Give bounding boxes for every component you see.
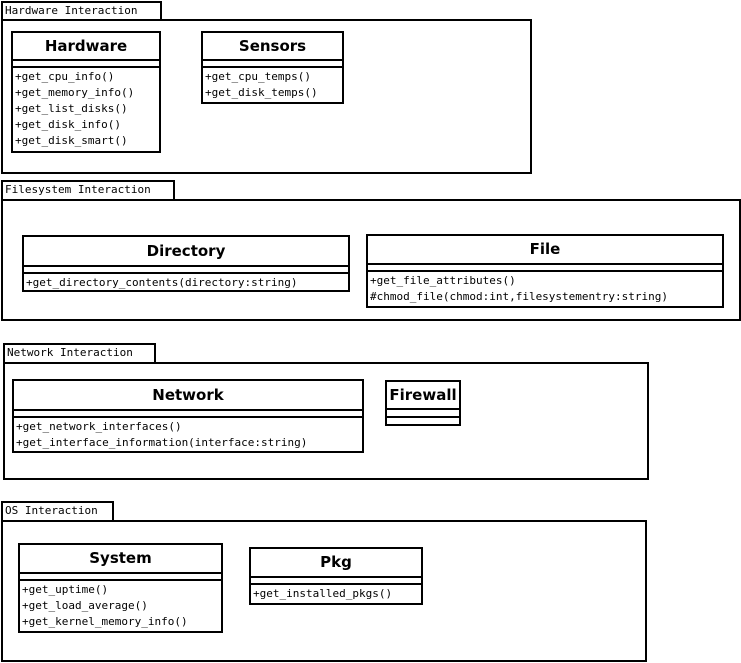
class-name: Network bbox=[14, 381, 362, 411]
method: +get_network_interfaces() bbox=[16, 420, 182, 433]
class-attributes-compartment bbox=[24, 267, 348, 274]
method: +get_disk_temps() bbox=[205, 86, 318, 99]
class-methods bbox=[387, 418, 459, 424]
class-name: Hardware bbox=[13, 33, 159, 61]
method: +get_list_disks() bbox=[15, 102, 128, 115]
class-attributes-compartment bbox=[20, 574, 221, 581]
class-name: Firewall bbox=[387, 382, 459, 410]
method: +get_installed_pkgs() bbox=[253, 587, 393, 600]
method: +get_uptime() bbox=[22, 583, 109, 596]
method: #chmod_file(chmod:int,filesystementry:st… bbox=[370, 290, 669, 303]
class-methods: +get_directory_contents(directory:string… bbox=[24, 274, 348, 292]
method: +get_directory_contents(directory:string… bbox=[26, 276, 298, 289]
package-tab-os-interaction: OS Interaction bbox=[1, 501, 114, 522]
class-file: File +get_file_attributes() #chmod_file(… bbox=[366, 234, 724, 308]
class-methods: +get_installed_pkgs() bbox=[251, 585, 421, 603]
class-methods: +get_network_interfaces() +get_interface… bbox=[14, 418, 362, 452]
class-methods: +get_file_attributes() #chmod_file(chmod… bbox=[368, 272, 722, 306]
package-tab-filesystem-interaction: Filesystem Interaction bbox=[1, 180, 175, 201]
class-methods: +get_cpu_info() +get_memory_info() +get_… bbox=[13, 68, 159, 150]
class-name: Sensors bbox=[203, 33, 342, 61]
class-attributes-compartment bbox=[387, 410, 459, 418]
class-name: System bbox=[20, 545, 221, 574]
class-sensors: Sensors +get_cpu_temps() +get_disk_temps… bbox=[201, 31, 344, 104]
package-tab-hardware-interaction: Hardware Interaction bbox=[1, 1, 162, 21]
class-methods: +get_cpu_temps() +get_disk_temps() bbox=[203, 68, 342, 102]
class-pkg: Pkg +get_installed_pkgs() bbox=[249, 547, 423, 605]
method: +get_cpu_info() bbox=[15, 70, 115, 83]
class-name: File bbox=[368, 236, 722, 265]
class-methods: +get_uptime() +get_load_average() +get_k… bbox=[20, 581, 221, 631]
class-hardware: Hardware +get_cpu_info() +get_memory_inf… bbox=[11, 31, 161, 153]
method: +get_kernel_memory_info() bbox=[22, 615, 188, 628]
method: +get_memory_info() bbox=[15, 86, 135, 99]
class-attributes-compartment bbox=[203, 61, 342, 68]
method: +get_disk_info() bbox=[15, 118, 121, 131]
method: +get_cpu_temps() bbox=[205, 70, 311, 83]
class-attributes-compartment bbox=[251, 578, 421, 585]
class-firewall: Firewall bbox=[385, 380, 461, 426]
class-attributes-compartment bbox=[14, 411, 362, 418]
package-tab-network-interaction: Network Interaction bbox=[3, 343, 156, 364]
class-attributes-compartment bbox=[13, 61, 159, 68]
class-network: Network +get_network_interfaces() +get_i… bbox=[12, 379, 364, 453]
class-system: System +get_uptime() +get_load_average()… bbox=[18, 543, 223, 633]
method: +get_file_attributes() bbox=[370, 274, 516, 287]
class-name: Pkg bbox=[251, 549, 421, 578]
class-name: Directory bbox=[24, 237, 348, 267]
method: +get_disk_smart() bbox=[15, 134, 128, 147]
class-attributes-compartment bbox=[368, 265, 722, 272]
method: +get_interface_information(interface:str… bbox=[16, 436, 308, 449]
class-directory: Directory +get_directory_contents(direct… bbox=[22, 235, 350, 292]
method: +get_load_average() bbox=[22, 599, 148, 612]
